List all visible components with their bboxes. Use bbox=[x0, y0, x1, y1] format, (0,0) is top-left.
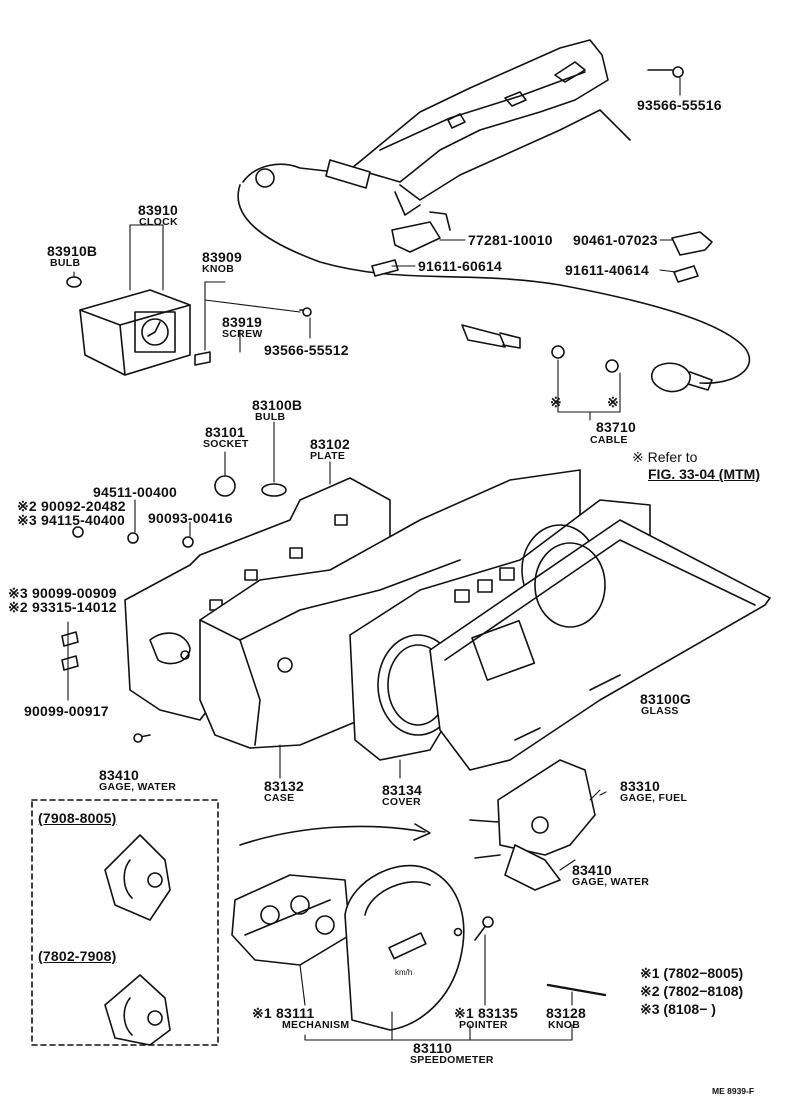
fastener-drawing bbox=[61, 526, 194, 743]
part-83909-name: KNOB bbox=[202, 263, 235, 275]
part-83410-inset-label: 83410 bbox=[99, 767, 139, 783]
legend-note-3: ※3 (8108− ) bbox=[640, 1001, 716, 1017]
cable-note-star-2: ※ bbox=[607, 394, 619, 410]
direction-arrow-drawing bbox=[239, 823, 431, 846]
legend-note-2: ※2 (7802−8108) bbox=[640, 983, 744, 999]
upper-bracket-drawing bbox=[351, 39, 631, 216]
part-93566-55512-label: 93566-55512 bbox=[264, 342, 349, 358]
part-83410-label: 83410 bbox=[572, 862, 612, 878]
part-83910b-label: 83910B bbox=[47, 243, 98, 259]
part-83102-name: PLATE bbox=[310, 450, 346, 462]
part-83135-label: ※1 83135 bbox=[454, 1005, 518, 1021]
part-83910-name: CLOCK bbox=[139, 216, 178, 228]
part-83101-name: SOCKET bbox=[203, 438, 249, 450]
part-83910b-name: BULB bbox=[50, 257, 81, 269]
part-83410-name: GAGE, WATER bbox=[572, 876, 650, 888]
refer-note: ※ Refer to bbox=[632, 449, 698, 465]
part-93315-14012-label: ※2 93315-14012 bbox=[8, 599, 117, 615]
speedometer-mechanism-drawing bbox=[231, 874, 351, 966]
part-90099-00917-label: 90099-00917 bbox=[24, 703, 109, 719]
pointer-knob-drawing bbox=[453, 916, 607, 997]
range-7802-7908-label: (7802-7908) bbox=[38, 948, 117, 964]
part-83128-name: KNOB bbox=[548, 1019, 581, 1031]
part-94511-00400-label: 94511-00400 bbox=[93, 484, 177, 500]
part-83919-name: SCREW bbox=[222, 328, 263, 340]
part-83110-name: SPEEDOMETER bbox=[410, 1054, 494, 1066]
part-94115-40400-label: ※3 94115-40400 bbox=[17, 512, 125, 528]
speedometer-cable-drawing bbox=[237, 159, 751, 393]
drawing-code-footer: ME 8939-F bbox=[712, 1086, 755, 1096]
part-90092-20482-label: ※2 90092-20482 bbox=[17, 498, 126, 514]
part-83128-label: 83128 bbox=[546, 1005, 586, 1021]
part-83134-label: 83134 bbox=[382, 782, 422, 798]
part-83100b-name: BULB bbox=[255, 411, 286, 423]
water-gage-inset-drawing bbox=[31, 799, 219, 1046]
part-83910-label: 83910 bbox=[138, 202, 178, 218]
cable-note-star-1: ※ bbox=[550, 394, 562, 410]
part-83710-label: 83710 bbox=[596, 419, 636, 435]
part-77281-10010-label: 77281-10010 bbox=[468, 232, 553, 248]
part-83909-label: 83909 bbox=[202, 249, 242, 265]
part-91611-60614-label: 91611-60614 bbox=[418, 258, 502, 274]
part-90099-00909-label: ※3 90099-00909 bbox=[8, 585, 117, 601]
part-83134-name: COVER bbox=[382, 796, 421, 808]
clock-drawing bbox=[66, 276, 211, 376]
part-93566-55516-label: 93566-55516 bbox=[637, 97, 722, 113]
part-83102-label: 83102 bbox=[310, 436, 350, 452]
range-7908-8005-label: (7908-8005) bbox=[38, 810, 117, 826]
leader-lines bbox=[67, 77, 681, 1041]
cable-clamp-hardware-drawing bbox=[299, 66, 713, 317]
svg-text:km/h: km/h bbox=[395, 968, 412, 977]
part-83100g-label: 83100G bbox=[640, 691, 692, 707]
part-83111-name: MECHANISM bbox=[282, 1019, 350, 1031]
part-83310-name: GAGE, FUEL bbox=[620, 792, 688, 804]
fuel-water-gage-drawing bbox=[469, 759, 596, 891]
part-83919-label: 83919 bbox=[222, 314, 262, 330]
part-90093-00416-label: 90093-00416 bbox=[148, 510, 233, 526]
part-83132-label: 83132 bbox=[264, 778, 304, 794]
part-83135-name: POINTER bbox=[459, 1019, 508, 1031]
part-83110-label: 83110 bbox=[413, 1040, 453, 1056]
part-83132-name: CASE bbox=[264, 792, 295, 804]
legend-note-1: ※1 (7802−8005) bbox=[640, 965, 744, 981]
part-83111-label: ※1 83111 bbox=[252, 1005, 315, 1021]
part-90461-07023-label: 90461-07023 bbox=[573, 232, 658, 248]
part-83710-name: CABLE bbox=[590, 434, 628, 446]
part-83100b-label: 83100B bbox=[252, 397, 303, 413]
part-91611-40614-label: 91611-40614 bbox=[565, 262, 649, 278]
glass-drawing bbox=[429, 519, 771, 771]
part-83310-label: 83310 bbox=[620, 778, 660, 794]
part-83100g-name: GLASS bbox=[641, 705, 679, 717]
refer-figure-link: FIG. 33-04 (MTM) bbox=[648, 466, 761, 482]
part-83410-inset-name: GAGE, WATER bbox=[99, 781, 177, 793]
part-83101-label: 83101 bbox=[205, 424, 245, 440]
speedometer-dial-drawing: km/h bbox=[344, 864, 465, 1031]
